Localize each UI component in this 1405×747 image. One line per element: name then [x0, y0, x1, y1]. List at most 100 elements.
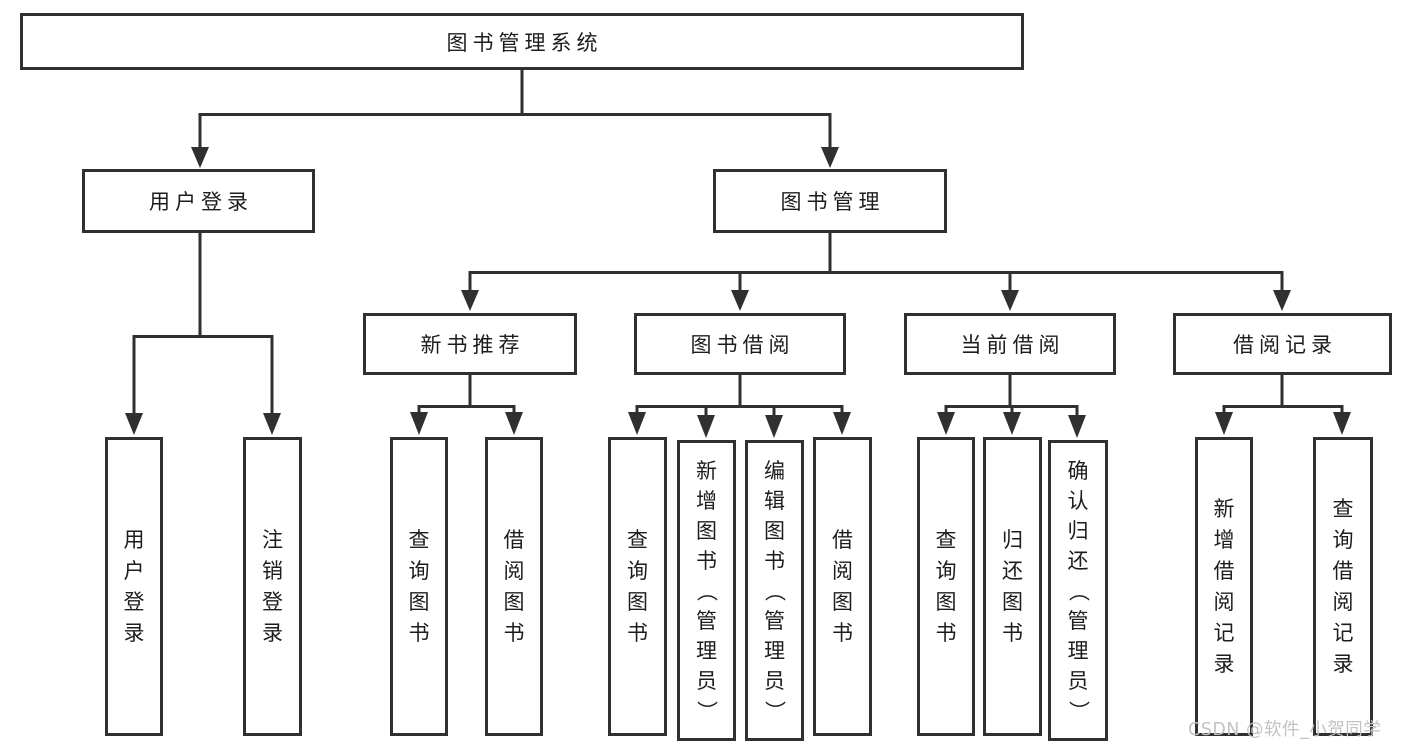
arrow-down-icon	[697, 415, 715, 438]
vertical-char: 录	[1332, 651, 1354, 676]
leaf-query-books: 查询图书	[390, 437, 448, 736]
vertical-char: 员	[1067, 668, 1089, 693]
leaf-return-books: 归还图书	[983, 437, 1042, 736]
vertical-char: 还	[1067, 548, 1089, 573]
node-label: 新书推荐	[420, 333, 525, 357]
node-label: 图书管理系统	[446, 30, 603, 55]
vertical-char: 新	[696, 458, 717, 483]
node-current-borrowing: 当前借阅	[904, 313, 1116, 375]
vertical-char: 图	[696, 518, 717, 543]
arrow-down-icon	[1215, 412, 1233, 435]
watermark-text: CSDN @软件_小贺同学	[1188, 720, 1382, 740]
vertical-char: 录	[262, 620, 283, 645]
vertical-char: 归	[1067, 518, 1089, 543]
vertical-char: 查	[935, 527, 957, 552]
arrow-down-icon	[1273, 290, 1291, 311]
vertical-char: （	[1066, 580, 1090, 601]
node-borrowing-records: 借阅记录	[1173, 313, 1392, 375]
arrow-down-icon	[461, 290, 479, 311]
vertical-char: （	[694, 580, 719, 601]
node-label: 借阅记录	[1233, 333, 1337, 357]
node-library-management-system: 图书管理系统	[20, 13, 1024, 70]
leaf-query-books: 查询图书	[608, 437, 667, 736]
arrow-down-icon	[125, 413, 143, 435]
edge-root-to-children	[198, 69, 832, 150]
vertical-char: 登	[262, 589, 283, 614]
leaf-add-books-admin: 新增图书（管理员）	[677, 440, 736, 741]
vertical-char: 增	[1213, 527, 1235, 552]
vertical-char: 询	[1332, 527, 1354, 552]
arrow-down-icon	[937, 412, 955, 435]
vertical-char: 记	[1332, 620, 1354, 645]
arrow-down-icon	[1333, 412, 1351, 435]
vertical-char: 理	[696, 638, 717, 663]
arrow-down-icon	[505, 412, 523, 435]
vertical-char: 借	[832, 527, 853, 552]
arrow-down-icon	[1068, 415, 1086, 438]
vertical-char: 查	[1332, 496, 1354, 521]
vertical-char: 书	[935, 620, 957, 645]
arrowheads	[125, 147, 1351, 438]
leaf-add-borrow-record: 新增借阅记录	[1195, 437, 1253, 736]
vertical-char: 归	[1002, 527, 1023, 552]
arrow-down-icon	[731, 290, 749, 311]
edge-current-borrow-to-children	[944, 374, 1079, 417]
vertical-char: 管	[696, 608, 717, 633]
arrow-down-icon	[628, 412, 646, 435]
vertical-char: ）	[694, 700, 719, 721]
vertical-char: 还	[1002, 558, 1023, 583]
arrow-down-icon	[191, 147, 209, 168]
vertical-char: 登	[123, 589, 145, 614]
vertical-char: 书	[832, 620, 853, 645]
arrow-down-icon	[410, 412, 428, 435]
arrow-down-icon	[821, 147, 839, 168]
arrow-down-icon	[263, 413, 281, 435]
vertical-char: 书	[408, 620, 430, 645]
edge-user-login-to-children	[132, 233, 274, 416]
vertical-char: 询	[408, 558, 430, 583]
arrow-down-icon	[1001, 290, 1019, 311]
vertical-char: 图	[832, 589, 853, 614]
edge-book-mgmt-to-children	[468, 233, 1284, 292]
vertical-char: 新	[1213, 496, 1235, 521]
vertical-char: 图	[935, 589, 957, 614]
vertical-char: 录	[1213, 651, 1235, 676]
arrow-down-icon	[833, 412, 851, 435]
leaf-confirm-return-admin: 确认归还（管理员）	[1048, 440, 1108, 741]
vertical-char: 录	[123, 620, 145, 645]
edge-new-book-to-children	[417, 374, 516, 414]
node-label: 当前借阅	[960, 333, 1065, 357]
vertical-char: 理	[1067, 638, 1089, 663]
vertical-char: 注	[262, 527, 283, 552]
node-user-login: 用户登录	[82, 169, 315, 233]
leaf-user-login: 用户登录	[105, 437, 163, 736]
vertical-char: 书	[764, 548, 785, 573]
vertical-char: 书	[696, 548, 717, 573]
arrow-down-icon	[1003, 412, 1021, 435]
vertical-char: 认	[1067, 488, 1089, 513]
arrow-down-icon	[765, 415, 783, 438]
vertical-char: 书	[627, 620, 648, 645]
vertical-char: 借	[1332, 558, 1354, 583]
vertical-char: 辑	[764, 488, 785, 513]
vertical-char: 员	[764, 668, 785, 693]
vertical-char: 编	[764, 458, 785, 483]
vertical-char: 查	[627, 527, 648, 552]
vertical-char: 阅	[832, 558, 853, 583]
vertical-char: 户	[123, 558, 145, 583]
edge-borrow-records-to-children	[1222, 374, 1344, 414]
vertical-char: 管	[764, 608, 785, 633]
vertical-char: 书	[1002, 620, 1023, 645]
leaf-query-borrow-record: 查询借阅记录	[1313, 437, 1373, 736]
leaf-borrow-books: 借阅图书	[813, 437, 872, 736]
vertical-char: 确	[1067, 458, 1089, 483]
leaf-edit-books-admin: 编辑图书（管理员）	[745, 440, 804, 741]
edge-book-borrow-to-children	[635, 374, 844, 417]
node-book-management: 图书管理	[713, 169, 947, 233]
node-label: 用户登录	[149, 190, 253, 214]
vertical-char: 理	[764, 638, 785, 663]
vertical-char: 阅	[1213, 589, 1235, 614]
vertical-char: 员	[696, 668, 717, 693]
